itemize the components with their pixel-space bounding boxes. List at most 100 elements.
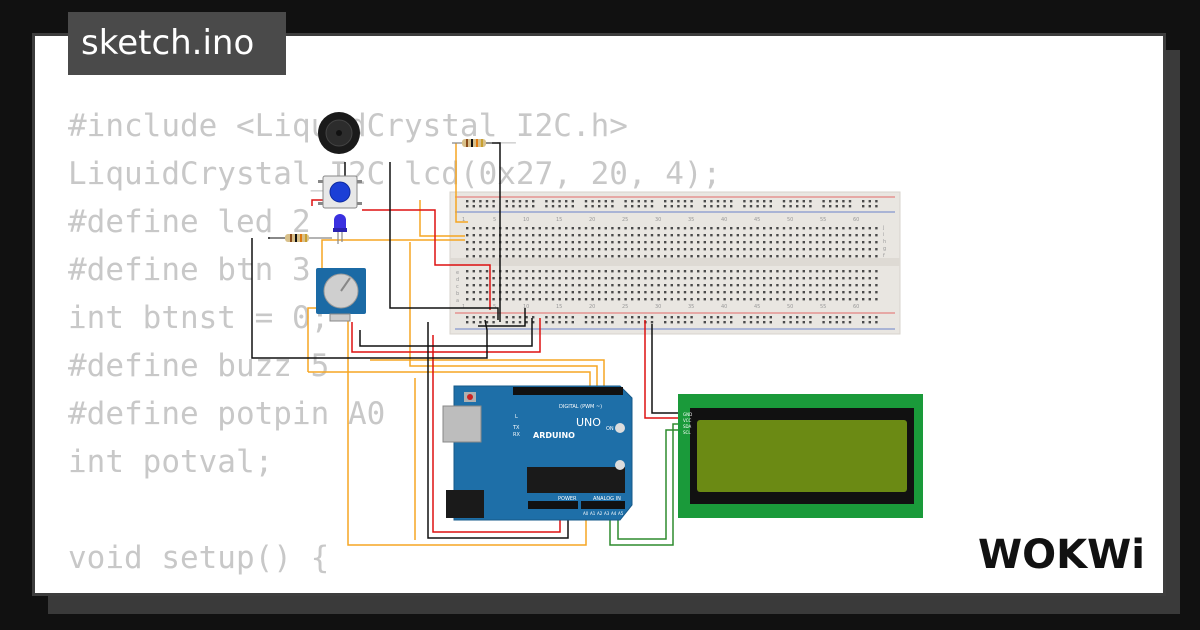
breadboard-hole xyxy=(868,205,871,208)
breadboard-hole xyxy=(505,291,508,294)
breadboard-hole xyxy=(716,270,720,273)
breadboard-hole xyxy=(736,291,739,294)
breadboard-hole xyxy=(644,277,647,280)
svg-text:10: 10 xyxy=(523,217,529,223)
breadboard-hole xyxy=(703,227,706,230)
breadboard-hole xyxy=(776,298,779,301)
breadboard-hole xyxy=(809,205,812,208)
breadboard-hole xyxy=(565,248,568,251)
breadboard-hole xyxy=(802,298,805,301)
filename-tab[interactable]: sketch.ino xyxy=(68,12,286,75)
buzzer[interactable] xyxy=(318,112,360,154)
breadboard-hole xyxy=(763,241,766,244)
breadboard-hole xyxy=(769,321,772,324)
breadboard-hole xyxy=(776,241,779,244)
arduino-brand: ARDUINO xyxy=(533,431,575,440)
breadboard-hole xyxy=(802,291,805,294)
breadboard-hole xyxy=(598,298,601,301)
breadboard-hole xyxy=(650,321,654,324)
breadboard-hole xyxy=(538,227,541,230)
breadboard-hole xyxy=(466,321,469,324)
led[interactable] xyxy=(333,214,347,244)
breadboard-hole xyxy=(505,255,508,258)
breadboard-hole xyxy=(802,205,805,208)
breadboard-hole xyxy=(624,316,627,319)
breadboard-hole xyxy=(611,316,614,319)
breadboard-hole xyxy=(703,241,706,244)
breadboard-hole xyxy=(848,284,852,287)
breadboard-hole xyxy=(664,316,667,319)
breadboard-hole xyxy=(565,291,568,294)
breadboard-hole xyxy=(624,270,627,273)
breadboard-hole xyxy=(743,277,746,280)
resistor[interactable] xyxy=(270,234,332,242)
breadboard-hole xyxy=(670,270,673,273)
breadboard-hole xyxy=(657,227,660,230)
breadboard-hole xyxy=(855,284,858,287)
breadboard-hole xyxy=(716,248,720,251)
breadboard-hole xyxy=(644,234,647,237)
breadboard-hole xyxy=(617,270,621,273)
breadboard-hole xyxy=(782,241,786,244)
breadboard-hole xyxy=(485,227,489,230)
breadboard-hole xyxy=(558,205,561,208)
breadboard-hole xyxy=(835,227,838,230)
breadboard-hole xyxy=(631,227,634,230)
breadboard-hole xyxy=(505,227,508,230)
breadboard-hole xyxy=(868,284,871,287)
breadboard-hole xyxy=(848,234,852,237)
breadboard-hole xyxy=(842,316,845,319)
breadboard-hole xyxy=(545,321,548,324)
breadboard-hole xyxy=(862,234,865,237)
breadboard-hole xyxy=(551,227,555,230)
breadboard-hole xyxy=(782,200,786,203)
breadboard-hole xyxy=(591,227,594,230)
breadboard-hole xyxy=(472,291,475,294)
breadboard-hole xyxy=(670,284,673,287)
breadboard-hole xyxy=(591,255,594,258)
breadboard-hole xyxy=(723,227,726,230)
breadboard-hole xyxy=(677,298,680,301)
breadboard-hole xyxy=(802,234,805,237)
lcd-display[interactable]: GND VCC SDA SCL xyxy=(678,394,923,518)
breadboard-hole xyxy=(538,277,541,280)
breadboard-hole xyxy=(683,205,687,208)
breadboard-hole xyxy=(802,200,805,203)
breadboard-hole xyxy=(776,248,779,251)
breadboard-hole xyxy=(518,248,522,251)
breadboard-hole xyxy=(558,270,561,273)
svg-text:A3: A3 xyxy=(604,511,610,516)
breadboard-hole xyxy=(703,321,706,324)
breadboard-hole xyxy=(690,227,693,230)
code-line: #define buzz 5 xyxy=(68,348,330,384)
breadboard-hole xyxy=(756,270,759,273)
breadboard-hole xyxy=(631,241,634,244)
breadboard-hole xyxy=(730,234,733,237)
breadboard-hole xyxy=(545,205,548,208)
potentiometer[interactable] xyxy=(316,268,366,322)
push-button[interactable] xyxy=(318,175,362,209)
breadboard-hole xyxy=(670,234,673,237)
breadboard-hole xyxy=(472,234,475,237)
breadboard-hole xyxy=(598,321,601,324)
breadboard-hole xyxy=(545,255,548,258)
breadboard-hole xyxy=(565,321,568,324)
breadboard-hole xyxy=(532,200,535,203)
breadboard-hole xyxy=(512,270,515,273)
breadboard-hole xyxy=(578,284,581,287)
breadboard-hole xyxy=(631,234,634,237)
arduino-uno[interactable]: DIGITAL (PWM ~) ARDUINO UNO TX RX L ON P… xyxy=(442,385,633,521)
breadboard-hole xyxy=(637,298,640,301)
breadboard-hole xyxy=(690,200,693,203)
breadboard[interactable]: 1 5 10 15 20 25 30 35 40 45 50 55 60 1 5… xyxy=(449,191,901,335)
breadboard-hole xyxy=(875,298,878,301)
breadboard-hole xyxy=(571,255,574,258)
breadboard-hole xyxy=(736,277,739,280)
resistor[interactable] xyxy=(452,139,492,147)
breadboard-hole xyxy=(578,255,581,258)
breadboard-hole xyxy=(637,291,640,294)
breadboard-hole xyxy=(697,234,700,237)
breadboard-hole xyxy=(710,298,713,301)
breadboard-row-letters: j i h g f e d c b a xyxy=(456,225,886,304)
